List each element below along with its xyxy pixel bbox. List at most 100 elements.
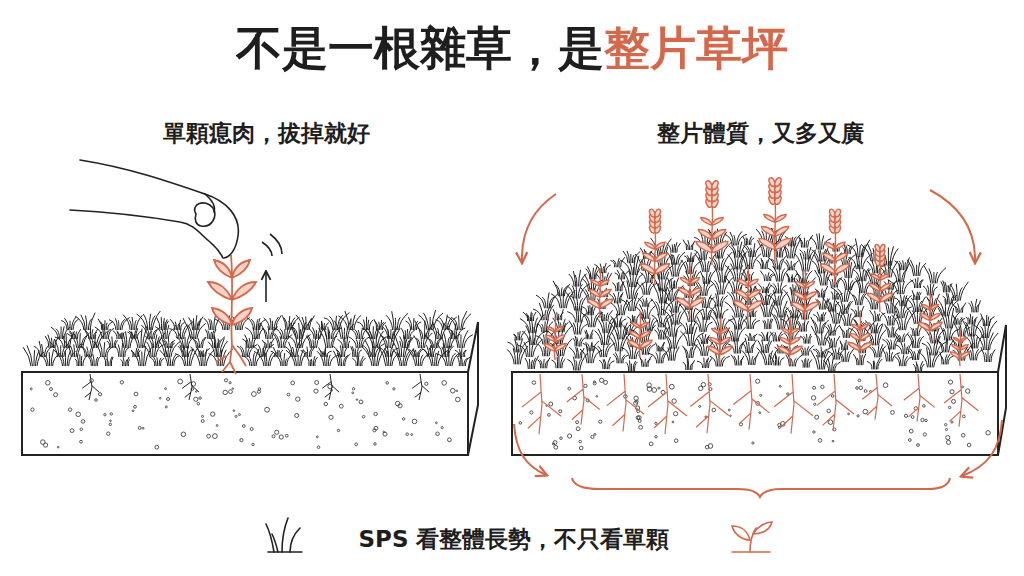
seed	[774, 177, 783, 187]
grass-tuft	[595, 326, 615, 345]
grass-tuft	[421, 344, 436, 357]
grass-tuft	[306, 334, 321, 348]
grass-tuft	[907, 348, 922, 360]
weed-plant	[791, 269, 818, 322]
soil-dot	[858, 379, 861, 382]
soil-dot	[30, 388, 32, 390]
leaf	[860, 333, 870, 340]
leaf	[712, 217, 723, 225]
soil-dot	[265, 407, 270, 412]
soil-dot	[923, 433, 926, 436]
leaf	[780, 337, 790, 344]
grass-tuft	[75, 354, 88, 366]
grass-tuft	[660, 317, 682, 337]
soil-dot	[532, 381, 536, 385]
soil-dot	[355, 443, 358, 446]
grass-tuft	[745, 333, 757, 341]
grass-tuft	[738, 250, 762, 269]
soil-dot	[891, 411, 895, 415]
root	[567, 374, 600, 425]
leaf	[860, 342, 872, 350]
soil-dot	[109, 423, 111, 425]
grass-tuft	[840, 340, 850, 350]
grass-tuft	[742, 338, 756, 353]
soil-dot	[155, 445, 159, 449]
soil-dot	[639, 425, 643, 429]
leaf	[720, 337, 730, 344]
leaf	[690, 298, 704, 308]
grass-tuft	[113, 331, 125, 339]
soil-dot	[383, 432, 387, 436]
seed	[834, 208, 842, 217]
soil-dot	[864, 390, 867, 393]
soil-dot	[107, 432, 110, 435]
grass-tuft	[941, 280, 952, 292]
soil-dot	[708, 444, 713, 449]
soil-dot	[962, 386, 964, 388]
leaf	[712, 229, 726, 239]
grass-tuft	[264, 315, 282, 330]
weed-plant	[708, 318, 732, 365]
grass-tuft	[800, 334, 812, 344]
grass-tuft	[744, 316, 760, 330]
weed-plant	[759, 177, 791, 262]
leaf	[736, 290, 748, 299]
leaf	[805, 302, 819, 312]
weed-plant	[696, 180, 728, 265]
leaf	[640, 340, 652, 348]
grass-tuft	[197, 348, 209, 357]
root	[182, 374, 199, 400]
grass-tuft	[636, 303, 656, 319]
soil-dot	[134, 392, 138, 396]
grass-tuft	[697, 358, 712, 368]
leaf	[678, 288, 690, 296]
grass-tuft	[918, 348, 944, 368]
soil-dot	[373, 429, 376, 432]
soil-dot	[291, 381, 295, 385]
leaf	[793, 292, 805, 300]
soil-dot	[831, 395, 834, 398]
leaf	[701, 217, 712, 225]
grass-tuft	[763, 318, 773, 329]
soil-dot	[752, 442, 754, 444]
grass-tuft	[952, 303, 966, 313]
grass-tuft	[961, 317, 982, 336]
soil-dot	[548, 414, 551, 417]
soil-dot	[591, 435, 594, 438]
root	[648, 374, 687, 434]
soil-dot	[352, 388, 354, 390]
soil-dot	[386, 382, 389, 385]
grass-tuft	[612, 281, 624, 291]
soil-dot	[638, 419, 641, 422]
grass-tufts	[23, 310, 473, 366]
soil-dot	[285, 434, 288, 437]
leaf	[547, 327, 555, 332]
root	[690, 374, 728, 433]
leaf	[645, 242, 655, 249]
soil-dot	[197, 402, 200, 405]
grass-tuft	[536, 292, 558, 308]
grass-tuft	[825, 323, 839, 336]
soil-dot	[201, 420, 204, 423]
soil-dot	[576, 421, 579, 424]
soil-dot	[863, 409, 868, 414]
grass-tuft	[376, 328, 400, 348]
grass-tuft	[885, 324, 900, 337]
grass-tuft	[611, 257, 625, 267]
grass-tuft	[836, 301, 853, 314]
leaf	[795, 282, 805, 289]
grass-tuft	[947, 282, 969, 301]
soil-dot	[883, 383, 888, 388]
soil-dot	[456, 397, 461, 402]
grass-tuft	[680, 327, 704, 346]
grass-tuft	[120, 357, 130, 366]
leaf	[835, 264, 849, 274]
leaf	[835, 242, 845, 249]
grass-tuft	[639, 355, 653, 367]
soil-dot	[909, 429, 913, 433]
leaf	[738, 279, 748, 286]
seed	[654, 208, 662, 217]
soil-dot	[233, 410, 235, 412]
soil-dot	[272, 435, 275, 438]
grass-tuft	[175, 345, 200, 366]
